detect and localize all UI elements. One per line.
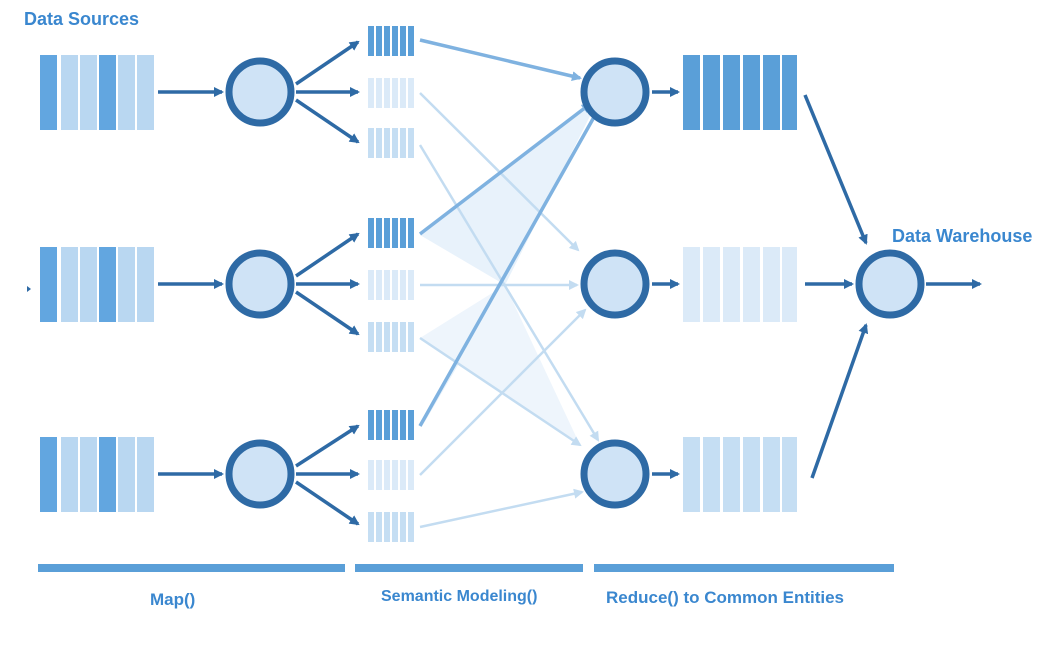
entity-queue-1: [683, 55, 797, 130]
source-to-map-arrows: [158, 87, 224, 479]
data-source-queue-1: [40, 55, 154, 130]
data-warehouse-label: Data Warehouse: [892, 226, 1033, 246]
shuffle-arrows-strong: [418, 38, 600, 427]
semantic-queue-3a: [368, 410, 414, 440]
semantic-queues: [368, 26, 418, 542]
data-sources-label: Data Sources: [24, 9, 140, 29]
phase-label-reduce: Reduce() to Common Entities: [606, 588, 845, 607]
reduce-node-3: [580, 439, 650, 509]
left-marker: [27, 286, 31, 292]
semantic-queue-2a: [368, 218, 414, 248]
semantic-queue-3c: [368, 512, 414, 542]
map-node-3: [225, 439, 295, 509]
crossing-shading: [420, 100, 598, 445]
semantic-queue-1c: [368, 128, 414, 158]
phase-bar-semantic: [355, 564, 583, 572]
phase-label-map: Map(): [150, 590, 196, 609]
reduce-node-1: [580, 57, 650, 127]
phase-bars: [38, 564, 894, 572]
semantic-queue-1b: [368, 78, 414, 108]
data-source-queue-3: [40, 437, 154, 512]
semantic-queue-3b: [368, 460, 414, 490]
semantic-queue-2b: [368, 270, 414, 300]
reduce-node-2: [580, 249, 650, 319]
phase-bar-reduce: [594, 564, 894, 572]
semantic-queue-1a: [368, 26, 418, 56]
data-warehouse-node: [855, 249, 925, 319]
map-node-2: [225, 249, 295, 319]
reduce-to-entity-arrows: [652, 87, 680, 479]
map-fanout-arrows: [295, 40, 360, 526]
entity-queue-3: [683, 437, 797, 512]
phase-bar-map: [38, 564, 345, 572]
semantic-queue-2c: [368, 322, 414, 352]
map-node-1: [225, 57, 295, 127]
entity-queue-2: [683, 247, 797, 322]
phase-label-semantic-modeling: Semantic Modeling(): [381, 588, 538, 605]
data-source-queue-2: [40, 247, 154, 322]
entity-to-warehouse-arrows: [803, 94, 982, 479]
